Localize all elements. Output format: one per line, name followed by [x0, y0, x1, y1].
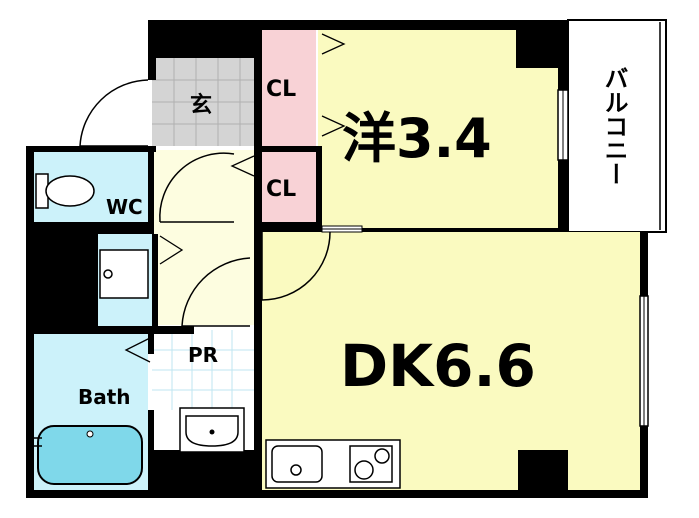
closet-doors-lower: [230, 155, 255, 177]
closet-upper-label: CL: [266, 77, 296, 102]
pr-tile-grid: [152, 330, 254, 410]
closet-lower-floor: [262, 152, 316, 222]
hall-door-upper: [159, 152, 235, 223]
entrance-label: 玄: [190, 92, 212, 118]
pr-label: PR: [188, 343, 218, 367]
closet-upper-floor: [262, 28, 316, 148]
stove-icon: [349, 445, 393, 483]
bath-label: Bath: [78, 385, 131, 409]
closet-lower-label: CL: [266, 177, 296, 202]
toilet-label: WC: [106, 195, 143, 219]
bath-door: [124, 337, 151, 363]
entrance-door: [79, 79, 149, 147]
dk-label: DK6.6: [340, 332, 536, 400]
washing-machine-icon: [99, 249, 149, 299]
balcony-area: [567, 19, 667, 233]
sliding-door-western-dk: [321, 225, 470, 233]
western-window: [557, 89, 569, 161]
dk-window: [639, 295, 649, 427]
hall-floor: [152, 150, 254, 325]
bathtub-icon: [32, 425, 143, 485]
western-room-label: 洋3.4: [342, 107, 492, 170]
dk-door: [261, 231, 331, 301]
toilet-icon: [35, 173, 95, 209]
sink-icon: [271, 445, 323, 483]
balcony-label: バルコニー: [600, 66, 628, 186]
washbasin-icon: [185, 415, 239, 447]
closet-doors-upper: [321, 33, 346, 137]
laundry-door: [159, 235, 184, 265]
pr-door: [181, 257, 251, 327]
entrance-tile-grid: [152, 58, 254, 146]
